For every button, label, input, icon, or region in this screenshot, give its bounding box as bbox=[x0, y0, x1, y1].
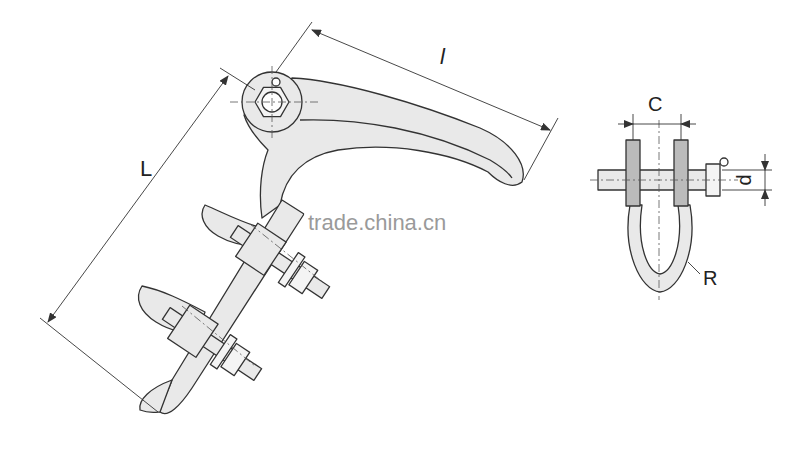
dimension-label: l bbox=[440, 46, 445, 68]
watermark: trade.china.cn bbox=[304, 210, 450, 236]
keeper-tail bbox=[140, 380, 172, 413]
cotter-pin bbox=[272, 78, 280, 86]
side-plate bbox=[674, 140, 688, 206]
side-plate bbox=[626, 140, 640, 206]
dimension-label: R bbox=[703, 268, 717, 288]
u-bolt-section bbox=[628, 205, 692, 292]
clamp-body bbox=[244, 78, 523, 218]
dimension-label: C bbox=[648, 94, 662, 114]
pressure-block bbox=[168, 305, 218, 357]
dimension-label: L bbox=[140, 158, 152, 180]
cotter-pin bbox=[720, 158, 728, 166]
clamp-groove bbox=[300, 120, 512, 178]
pressure-block bbox=[236, 223, 286, 275]
dimension-label: d bbox=[734, 174, 754, 185]
